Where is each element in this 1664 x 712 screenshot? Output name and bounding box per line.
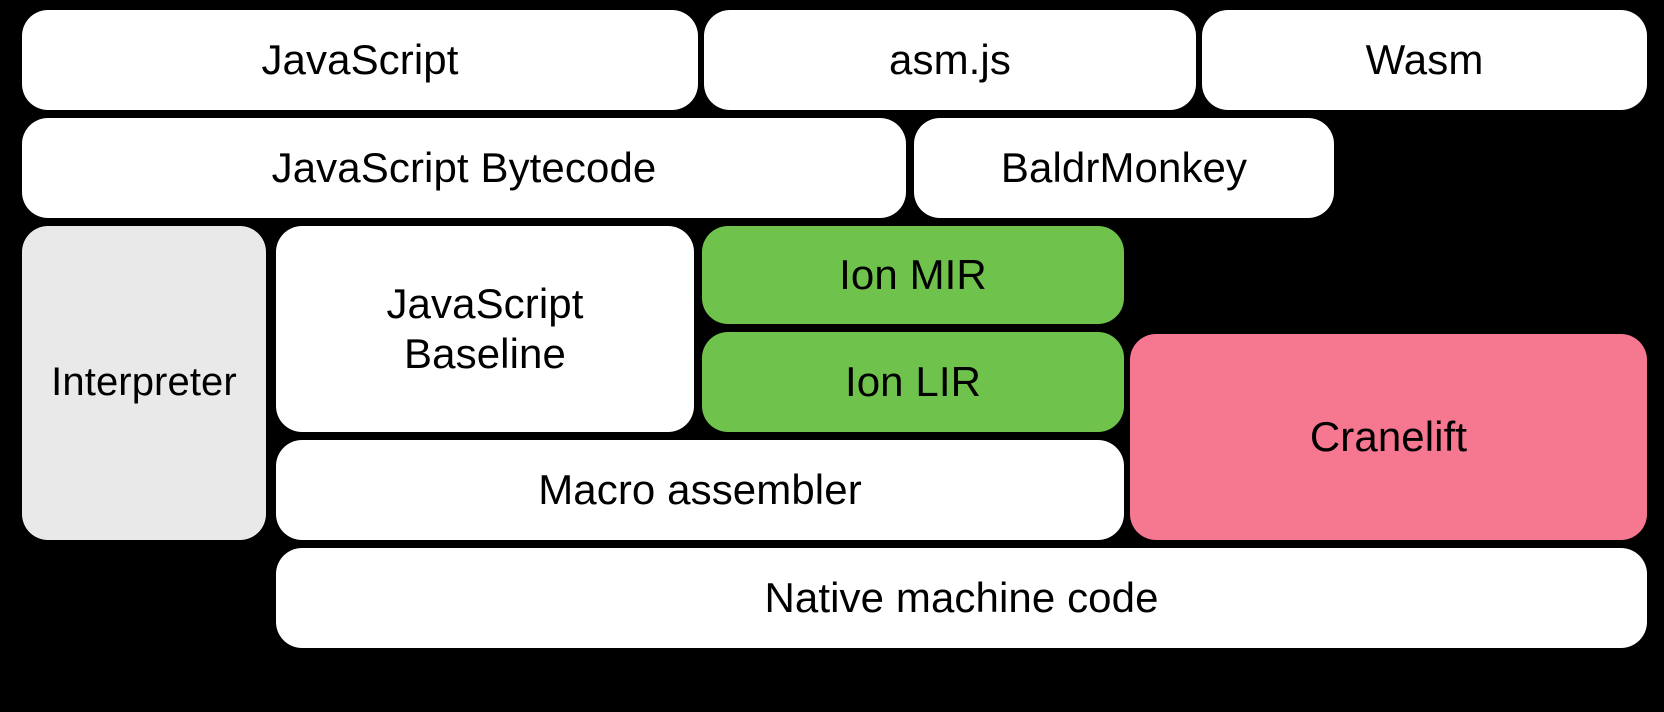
node-javascript-bytecode: JavaScript Bytecode (22, 118, 906, 218)
node-cranelift: Cranelift (1130, 334, 1647, 540)
node-ion-mir: Ion MIR (702, 226, 1124, 324)
node-javascript: JavaScript (22, 10, 698, 110)
node-ion-lir: Ion LIR (702, 332, 1124, 432)
node-native-machine-code: Native machine code (276, 548, 1647, 648)
node-asmjs: asm.js (704, 10, 1196, 110)
node-baldrmonkey: BaldrMonkey (914, 118, 1334, 218)
node-javascript-baseline: JavaScript Baseline (276, 226, 694, 432)
node-interpreter: Interpreter (22, 226, 266, 540)
node-wasm: Wasm (1202, 10, 1647, 110)
node-macro-assembler: Macro assembler (276, 440, 1124, 540)
